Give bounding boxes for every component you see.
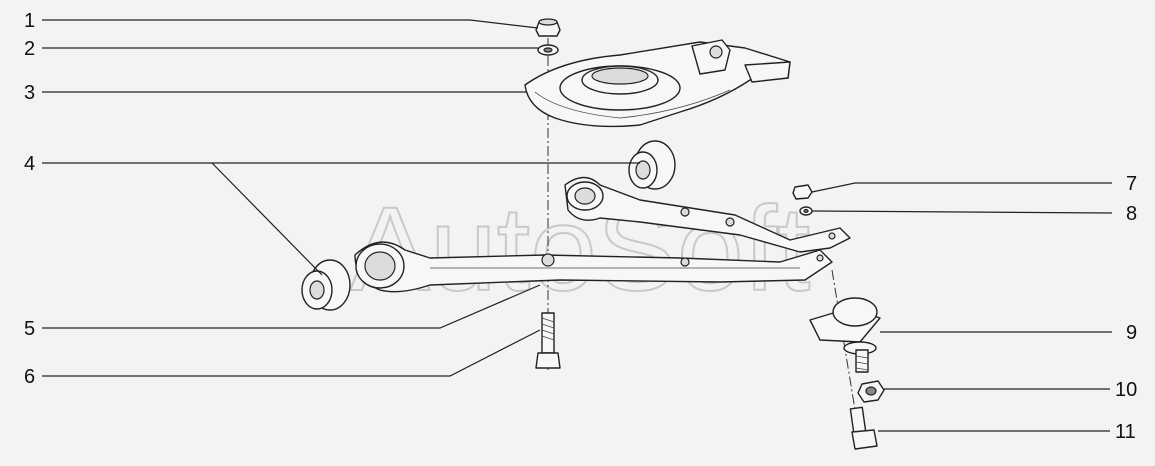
bushing-lower (301, 259, 351, 311)
top-nut (535, 18, 561, 37)
callout-4: 4 (24, 153, 35, 175)
arm-bolt (535, 312, 561, 369)
top-washer (537, 44, 559, 56)
small-nut (792, 184, 813, 200)
callout-8: 8 (1126, 203, 1137, 225)
callout-3: 3 (24, 82, 35, 104)
upper-mount-plate (524, 39, 791, 128)
ball-joint-nut (857, 380, 885, 403)
leader-lines (42, 19, 1113, 432)
callout-10: 10 (1115, 379, 1137, 401)
callout-11: 11 (1115, 421, 1136, 443)
centre-axis-right (831, 269, 861, 441)
ball-joint-bolt (849, 406, 878, 450)
bushing-upper (628, 140, 676, 190)
callout-6: 6 (24, 366, 35, 388)
lower-arm-rear (564, 176, 851, 253)
callout-9: 9 (1126, 322, 1137, 344)
callout-5: 5 (24, 318, 35, 340)
small-washer (799, 206, 813, 216)
callout-1: 1 (24, 10, 35, 32)
ball-joint (809, 297, 881, 373)
lower-arm-front (354, 241, 833, 293)
callout-2: 2 (24, 38, 35, 60)
callout-7: 7 (1126, 173, 1137, 195)
